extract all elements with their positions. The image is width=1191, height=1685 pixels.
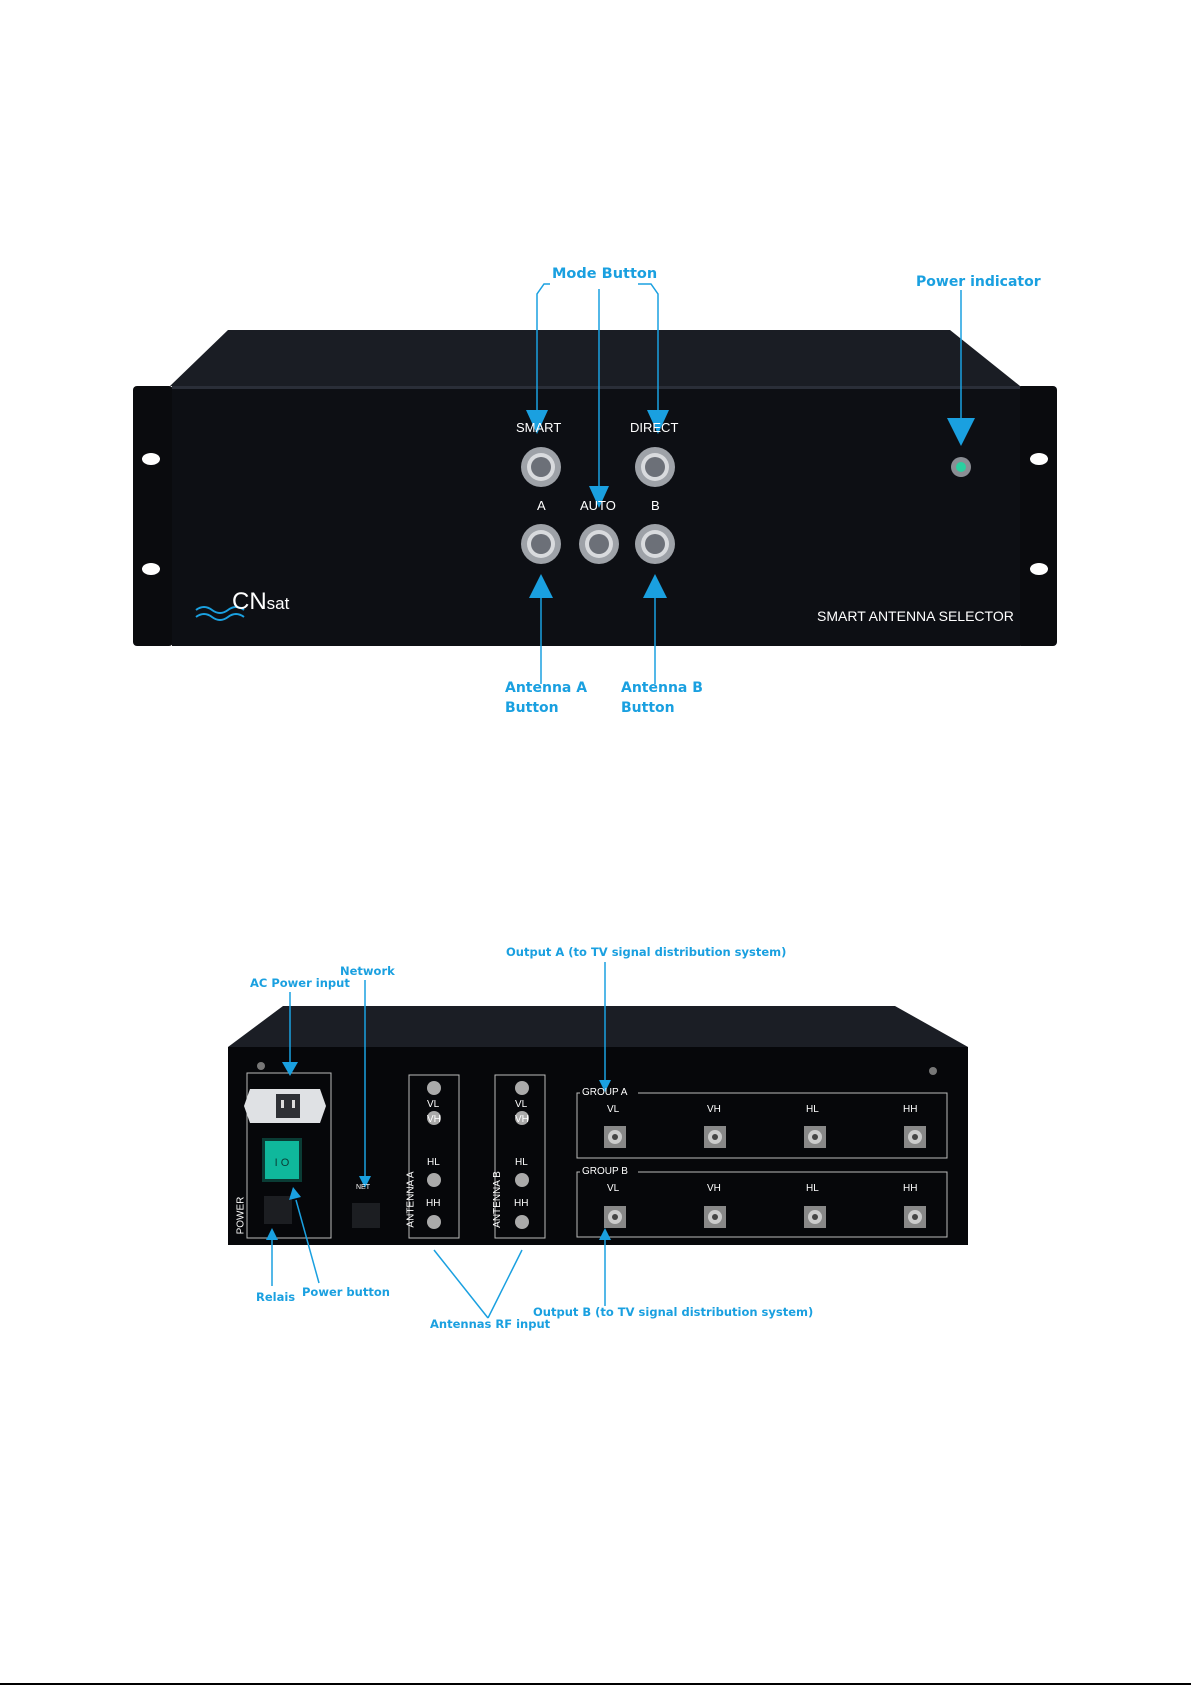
group-b-port-vl: VL — [607, 1183, 620, 1194]
direct-button[interactable] — [635, 447, 675, 487]
brand-cn: CN — [232, 588, 267, 615]
power-button-callout: Power button — [302, 1285, 390, 1299]
auto-button[interactable] — [579, 524, 619, 564]
callout-arrows-rear — [266, 1062, 611, 1240]
brand-logo: CNsat — [232, 588, 289, 616]
antenna-b-callout-line2: Button — [621, 700, 675, 716]
power-led-icon — [951, 457, 971, 477]
rack-hole — [142, 453, 160, 465]
front-rack-ear-right — [1017, 386, 1057, 646]
antenna-b-port-vh: VH — [515, 1114, 529, 1125]
antenna-a-label: ANTENNA A — [405, 1171, 417, 1228]
rear-chassis-top — [228, 1006, 968, 1047]
group-b-port-hl: HL — [806, 1183, 819, 1194]
group-a-port-vl: VL — [607, 1104, 620, 1115]
rj45-port-icon[interactable] — [352, 1203, 380, 1228]
page-bottom-rule — [0, 1683, 1191, 1685]
group-b-port-hh: HH — [903, 1183, 918, 1194]
front-device-graphic — [133, 283, 1057, 684]
group-a-port-vh: VH — [707, 1104, 721, 1115]
relais-connector-icon — [264, 1196, 292, 1224]
auto-label: AUTO — [580, 498, 616, 513]
group-a-port-hl: HL — [806, 1104, 819, 1115]
antenna-b-callout: Antenna B Button — [621, 678, 703, 718]
front-chassis-top — [170, 330, 1020, 386]
callout-lines-front — [536, 283, 962, 684]
ac-power-input-callout: AC Power input — [250, 976, 350, 990]
rear-panel — [228, 1047, 968, 1245]
b-label: B — [651, 498, 660, 513]
callout-arrows-front — [526, 410, 975, 598]
group-b-f-connector-icons[interactable] — [604, 1206, 926, 1228]
brand-sat: sat — [266, 594, 290, 613]
rack-hole — [142, 563, 160, 575]
callout-lines-rear — [271, 962, 606, 1319]
front-rack-ear-left — [133, 386, 173, 646]
group-a-port-hh: HH — [903, 1104, 918, 1115]
antenna-a-port-hh: HH — [426, 1198, 441, 1209]
iec-power-inlet-icon[interactable] — [244, 1089, 326, 1123]
antenna-a-callout-line1: Antenna A — [505, 680, 588, 696]
antenna-a-callout-line2: Button — [505, 700, 559, 716]
power-indicator-callout: Power indicator — [916, 274, 1041, 290]
output-b-callout: Output B (to TV signal distribution syst… — [533, 1305, 814, 1319]
group-b-label: GROUP B — [582, 1166, 628, 1177]
antenna-a-port-hl: HL — [427, 1157, 440, 1168]
antennas-rf-input-callout: Antennas RF input — [430, 1317, 551, 1331]
svg-text:I O: I O — [275, 1157, 290, 1169]
group-b-port-vh: VH — [707, 1183, 721, 1194]
net-label: NET — [356, 1184, 370, 1191]
rack-hole — [1030, 453, 1048, 465]
smart-button[interactable] — [521, 447, 561, 487]
antenna-b-label: ANTENNA B — [491, 1171, 503, 1228]
rear-device-graphic: I O — [228, 962, 968, 1319]
group-a-f-connector-icons[interactable] — [604, 1126, 926, 1148]
rack-hole — [1030, 563, 1048, 575]
antenna-b-button[interactable] — [635, 524, 675, 564]
antenna-a-callout: Antenna A Button — [505, 678, 587, 718]
antenna-b-port-hh: HH — [514, 1198, 529, 1209]
antenna-b-port-vl: VL — [515, 1099, 528, 1110]
a-label: A — [537, 498, 546, 513]
relais-callout: Relais — [256, 1290, 296, 1304]
antenna-b-port-hl: HL — [515, 1157, 528, 1168]
power-label: POWER — [235, 1196, 247, 1235]
network-callout: Network — [340, 964, 395, 978]
rocker-switch-icon[interactable]: I O — [262, 1138, 302, 1182]
antenna-a-port-vh: VH — [427, 1114, 441, 1125]
product-name: SMART ANTENNA SELECTOR — [817, 608, 1014, 624]
antenna-a-port-vl: VL — [427, 1099, 440, 1110]
antenna-a-button[interactable] — [521, 524, 561, 564]
mode-button-callout: Mode Button — [552, 266, 658, 282]
smart-label: SMART — [516, 420, 562, 435]
antenna-a-f-connector-icons[interactable] — [427, 1081, 441, 1229]
direct-label: DIRECT — [630, 420, 679, 435]
wave-logo-icon — [195, 606, 245, 621]
group-a-label: GROUP A — [582, 1087, 628, 1098]
antenna-b-callout-line1: Antenna B — [621, 680, 703, 696]
front-panel — [172, 386, 1020, 646]
antenna-b-f-connector-icons[interactable] — [515, 1081, 529, 1229]
output-a-callout: Output A (to TV signal distribution syst… — [506, 945, 787, 959]
